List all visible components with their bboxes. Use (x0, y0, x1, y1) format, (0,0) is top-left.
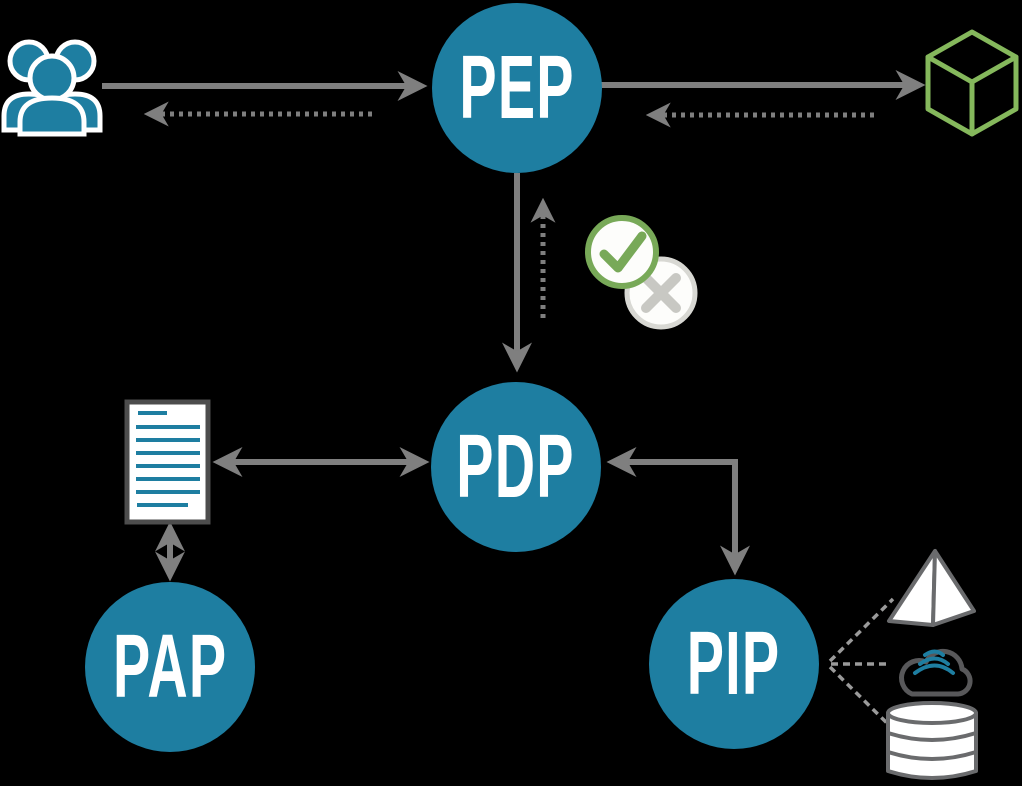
node-pep-label: PEP (459, 38, 575, 138)
cube-icon (925, 29, 1019, 137)
node-pep: PEP (432, 3, 602, 173)
edge-pip-to-database-dashed (828, 665, 895, 731)
users-group-icon (1, 39, 103, 137)
node-pap-label: PAP (112, 617, 228, 717)
pyramid-icon (887, 549, 976, 627)
cloud-network-icon (899, 648, 973, 697)
node-pip: PIP (649, 579, 819, 749)
node-pdp-label: PDP (456, 417, 576, 517)
edge-pip-to-pyramid-dashed (828, 597, 895, 663)
decision-badges (585, 215, 698, 330)
policy-document-icon (124, 399, 211, 525)
node-pap: PAP (85, 582, 255, 752)
node-pdp: PDP (431, 382, 601, 552)
database-icon (886, 701, 978, 780)
node-pip-label: PIP (687, 614, 781, 714)
approve-check-icon (585, 215, 659, 289)
